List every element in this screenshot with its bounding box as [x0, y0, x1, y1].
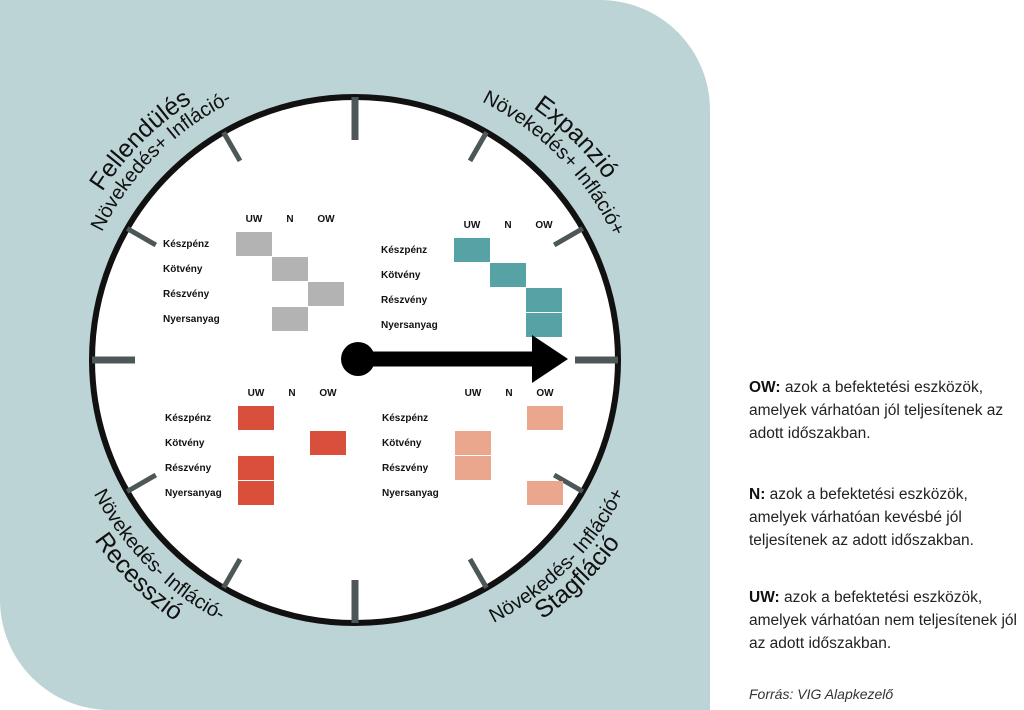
matrix-header: N — [286, 214, 293, 225]
matrix-row-label: Készpénz — [165, 413, 211, 424]
matrix-row-label: Részvény — [163, 289, 210, 300]
matrix-cell — [526, 288, 562, 312]
dial-tick — [467, 557, 489, 590]
matrix-header: OW — [535, 220, 553, 231]
matrix-cell — [238, 481, 274, 505]
matrix-row-label: Kötvény — [165, 438, 205, 449]
matrix-row-label: Nyersanyag — [381, 320, 438, 331]
direction-arrow — [341, 335, 568, 383]
dial-tick — [467, 130, 489, 163]
matrix-row-label: Kötvény — [163, 264, 203, 275]
legend-uw-text: azok a befektetési eszközök, amelyek vár… — [749, 589, 1017, 652]
matrix-cell — [238, 406, 274, 430]
matrix-cell — [238, 456, 274, 480]
matrix-row-label: Kötvény — [381, 270, 421, 281]
legend-ow: OW: azok a befektetési eszközök, amelyek… — [749, 376, 1024, 445]
matrix-row-label: Részvény — [381, 295, 428, 306]
matrix-header: OW — [536, 388, 554, 399]
legend-uw: UW: azok a befektetési eszközök, amelyek… — [749, 586, 1024, 655]
arrow-head — [532, 335, 568, 383]
matrix-header: UW — [248, 388, 265, 399]
dial-tick — [221, 557, 243, 590]
dial-tick — [125, 472, 158, 494]
matrix-cell — [272, 257, 308, 281]
matrix-cell — [310, 431, 346, 455]
matrix-cell — [272, 307, 308, 331]
matrix-row-label: Nyersanyag — [163, 314, 220, 325]
matrix-header: OW — [317, 214, 335, 225]
legend-n-text: azok a befektetési eszközök, amelyek vár… — [749, 486, 974, 549]
matrix-cell — [236, 232, 272, 256]
matrix-header: OW — [319, 388, 337, 399]
dial-tick — [552, 226, 585, 248]
legend-ow-key: OW: — [749, 379, 781, 396]
matrix-cell — [308, 282, 344, 306]
matrix-row-label: Nyersanyag — [382, 488, 439, 499]
matrix-cell — [527, 481, 563, 505]
legend-uw-key: UW: — [749, 589, 780, 606]
matrix-header: N — [288, 388, 295, 399]
matrix-header: N — [504, 220, 511, 231]
matrix-row-label: Nyersanyag — [165, 488, 222, 499]
matrix-row-label: Készpénz — [381, 245, 427, 256]
legend-n-key: N: — [749, 486, 766, 503]
compass-diagram: Fellendülés Növekedés+ Infláció- Expanzi… — [84, 84, 629, 627]
matrix-row-label: Részvény — [165, 463, 212, 474]
matrix-row-label: Készpénz — [382, 413, 428, 424]
dial-tick — [221, 130, 243, 163]
matrix-cell — [455, 431, 491, 455]
legend-n: N: azok a befektetési eszközök, amelyek … — [749, 483, 1024, 552]
matrix-header: UW — [246, 214, 263, 225]
matrix-header: UW — [464, 220, 481, 231]
arrow-pivot — [341, 342, 375, 376]
matrix-row-label: Részvény — [382, 463, 429, 474]
matrix-cell — [455, 456, 491, 480]
dial-tick — [125, 226, 158, 248]
matrix-cell — [526, 313, 562, 337]
matrix-row-label: Készpénz — [163, 239, 209, 250]
matrix-cell — [490, 263, 526, 287]
matrix-cell — [454, 238, 490, 262]
source-note: Forrás: VIG Alapkezelő — [749, 686, 894, 702]
matrix-row-label: Kötvény — [382, 438, 422, 449]
dial-tick — [552, 472, 585, 494]
matrix-header: UW — [465, 388, 482, 399]
legend-ow-text: azok a befektetési eszközök, amelyek vár… — [749, 379, 1004, 442]
matrix-header: N — [505, 388, 512, 399]
matrix-cell — [527, 406, 563, 430]
dial-ticks — [92, 97, 618, 623]
